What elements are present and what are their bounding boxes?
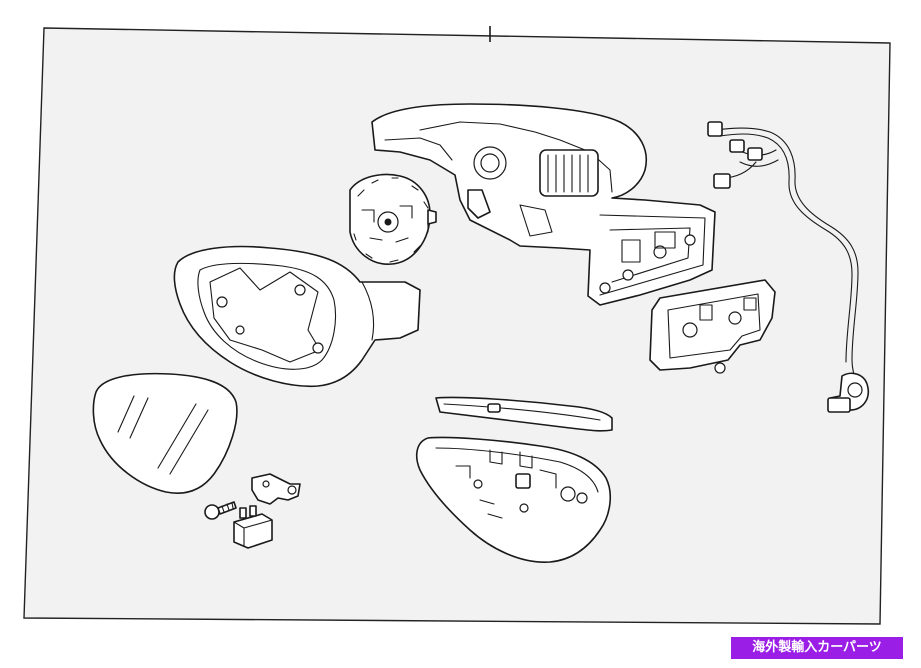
adjuster-motor-icon xyxy=(349,173,437,265)
clip-icon xyxy=(251,473,301,505)
diagram-panel xyxy=(23,27,891,625)
actuator-plate-icon xyxy=(649,279,776,374)
lower-cover-icon xyxy=(415,436,612,563)
screw-icon xyxy=(204,501,237,520)
connector-icon xyxy=(233,505,273,549)
turn-signal-lamp-icon xyxy=(435,396,613,432)
wiring-harness-icon xyxy=(707,121,870,413)
watermark-badge: 海外製輸入カーパーツ xyxy=(731,637,903,659)
mirror-base-icon xyxy=(371,103,716,306)
mirror-housing-icon xyxy=(173,245,421,388)
mirror-glass-icon xyxy=(92,372,238,494)
